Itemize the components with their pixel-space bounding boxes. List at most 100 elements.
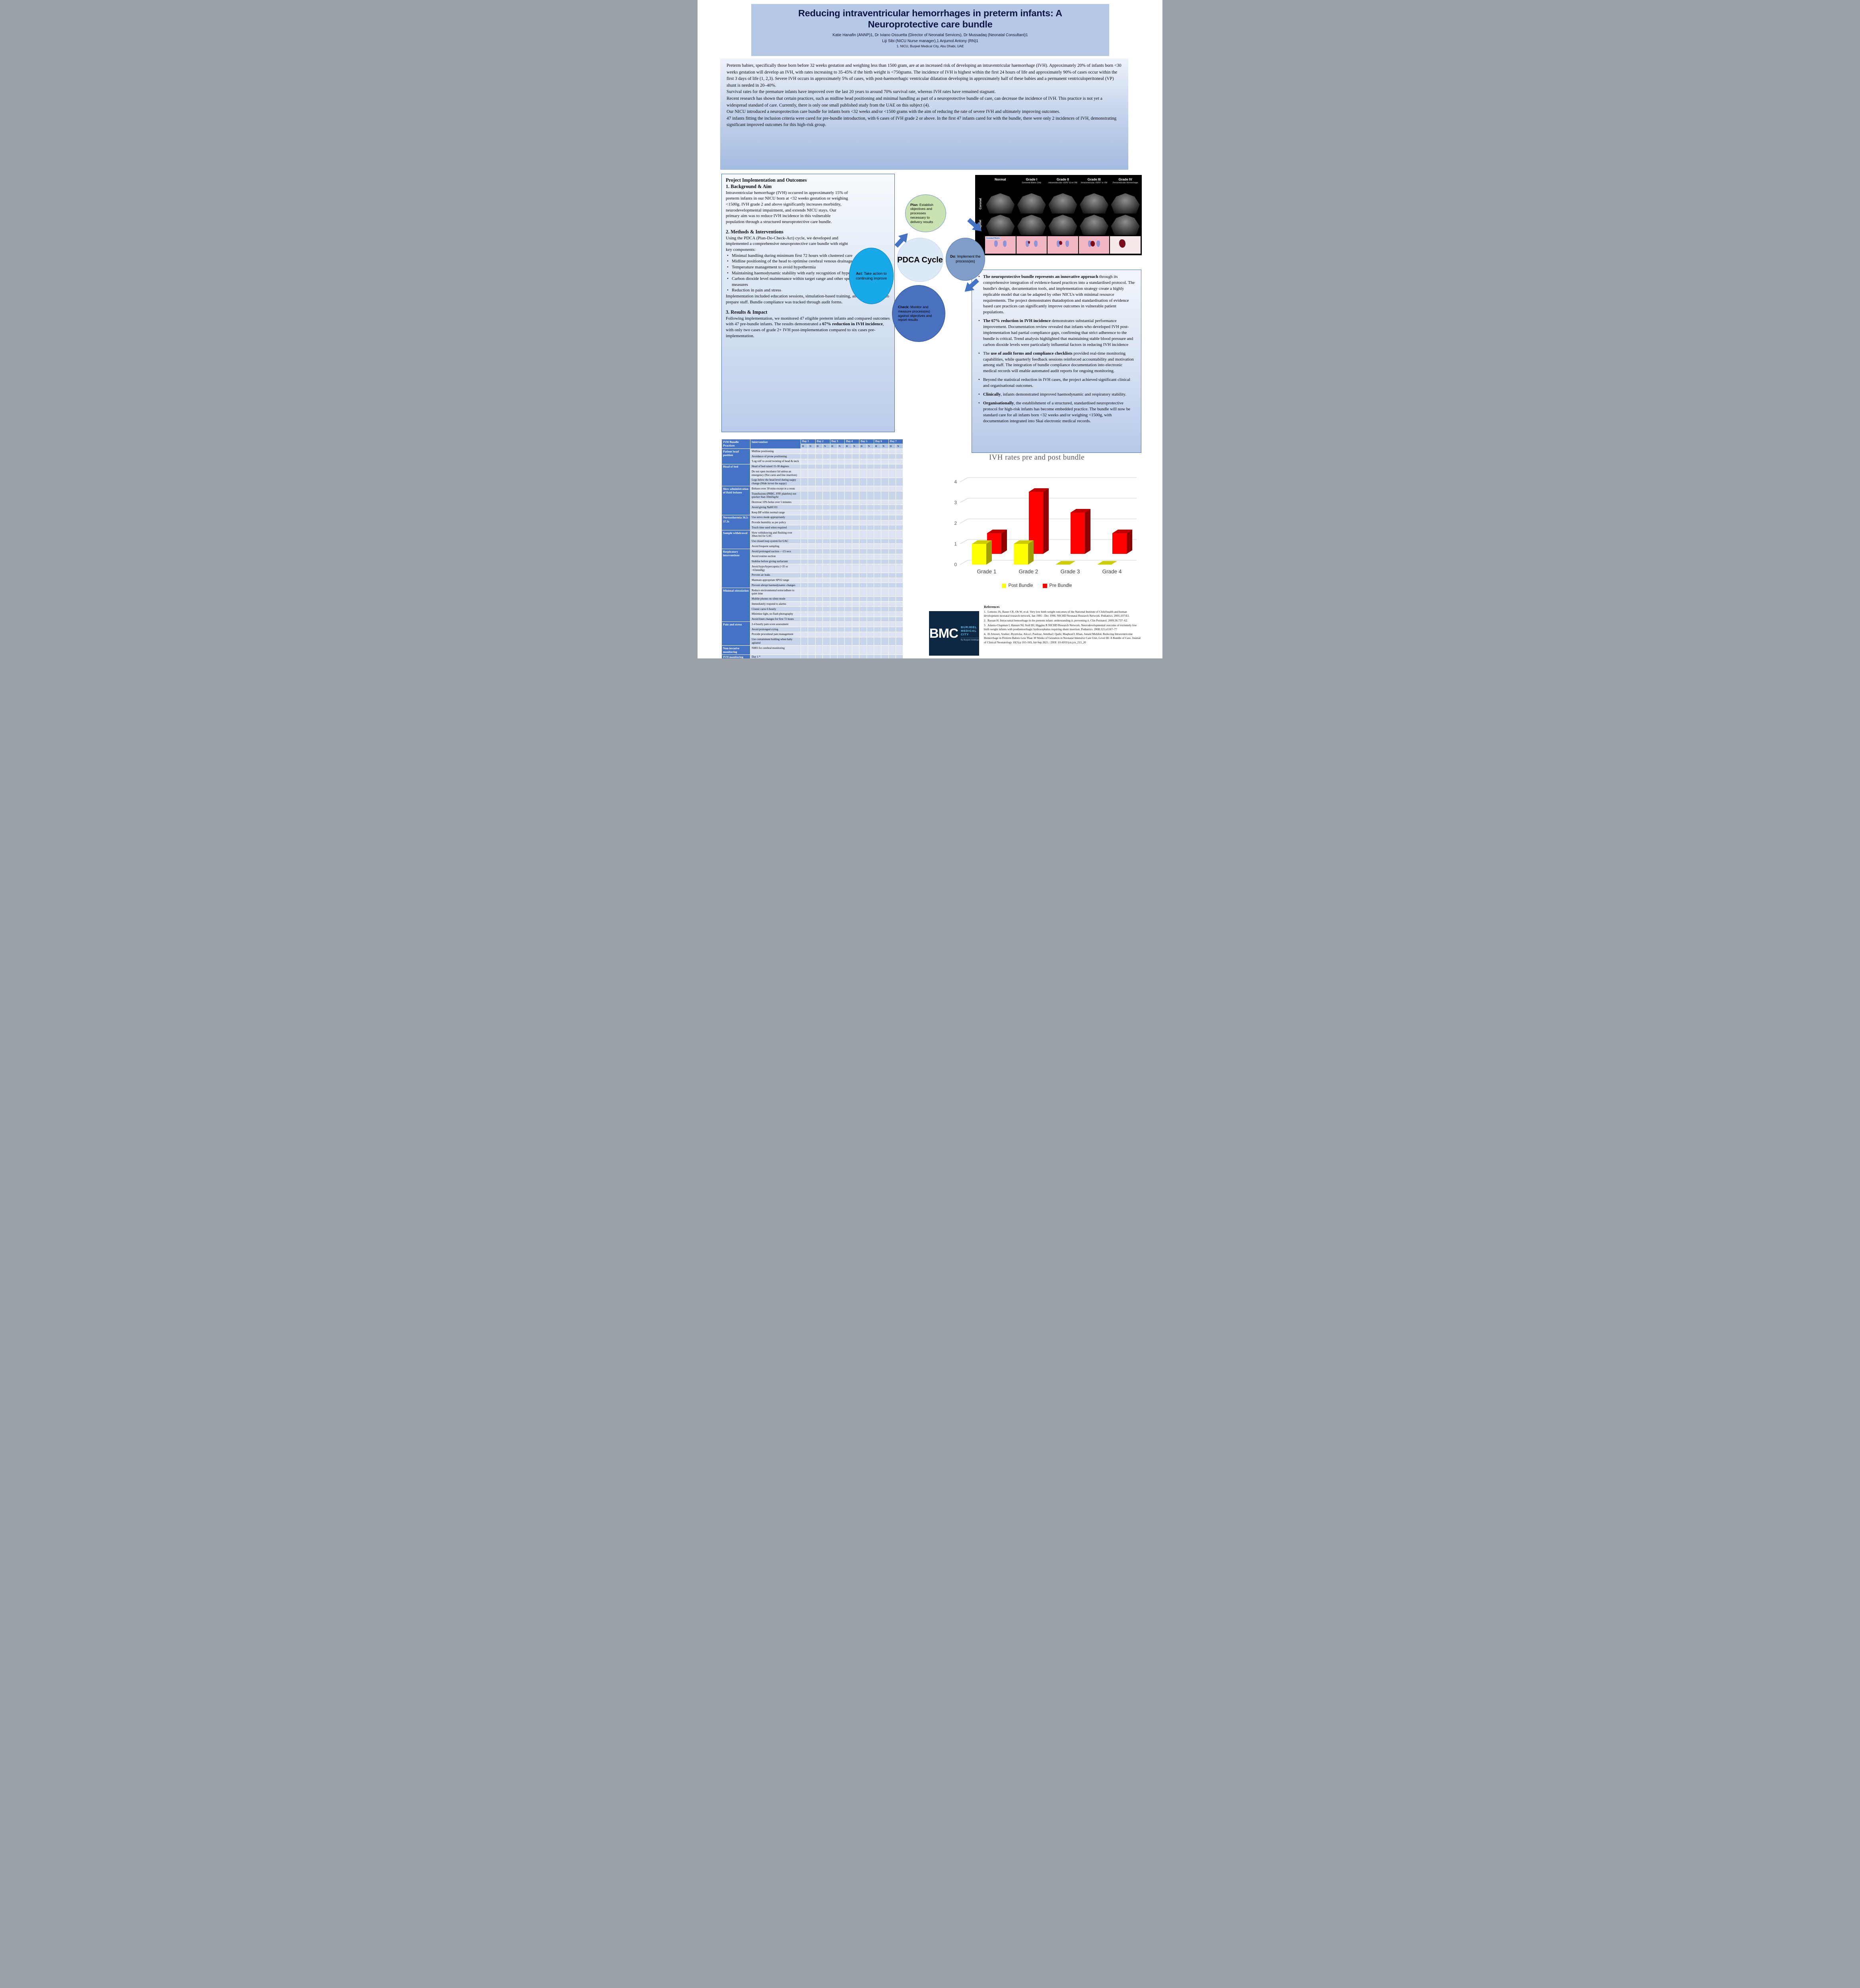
audit-cell	[896, 645, 904, 655]
audit-cell	[888, 654, 896, 658]
audit-cell	[881, 525, 889, 531]
audit-cell	[837, 448, 845, 454]
chart-label: Grade 2	[1019, 569, 1038, 575]
audit-cell	[844, 477, 852, 487]
audit-cell	[881, 596, 889, 602]
audit-cell	[866, 588, 874, 597]
text: , the establishment of a structured, sta…	[983, 400, 1131, 423]
audit-cell	[896, 544, 904, 549]
audit-cell	[830, 464, 838, 470]
audit-cell	[808, 448, 816, 454]
audit-cell	[800, 448, 809, 454]
audit-cell	[866, 544, 874, 549]
references-list: 1. Lemons JA, Bauer CR, Oh W, et al. Ver…	[984, 610, 1142, 645]
audit-cell	[830, 525, 838, 531]
audit-cell	[866, 611, 874, 617]
audit-cell	[851, 577, 860, 583]
us-grade-caption: Intraventricular >50%* or VM	[1081, 182, 1108, 184]
table-row: Mobile phones on silent mode	[722, 596, 904, 602]
audit-cell	[859, 611, 867, 617]
chart-label: Grade 3	[1061, 569, 1080, 575]
audit-cell	[830, 458, 838, 464]
audit-cell	[851, 588, 860, 597]
audit-cell	[815, 596, 823, 602]
audit-cell	[822, 564, 830, 573]
bar-face	[972, 544, 986, 565]
audit-cell	[830, 611, 838, 617]
audit-cell	[844, 637, 852, 646]
audit-cell	[859, 530, 867, 539]
audit-cell	[822, 596, 830, 602]
audit-cell	[815, 577, 823, 583]
audit-cell	[873, 469, 882, 478]
audit-cell	[851, 564, 860, 573]
header-day: Day 7	[888, 439, 904, 445]
audit-cell	[851, 637, 860, 646]
table-row: Use containment holding when baby agitat…	[722, 637, 904, 646]
intervention-cell: Maintain appropriate SPO2 range	[750, 577, 801, 583]
table-row: Keep BP within normal range	[722, 510, 904, 515]
audit-cell	[808, 491, 816, 500]
bar-face	[1029, 488, 1049, 492]
audit-cell	[815, 572, 823, 578]
audit-cell	[851, 611, 860, 617]
audit-cell	[881, 505, 889, 511]
ultrasound-image	[1048, 215, 1077, 235]
audit-cell	[896, 631, 904, 637]
audit-cell	[866, 582, 874, 588]
audit-cell	[859, 601, 867, 607]
audit-cell	[822, 525, 830, 531]
text: The	[983, 351, 991, 356]
audit-cell	[837, 596, 845, 602]
header-day: Day 4	[844, 439, 860, 445]
ivh-diagram	[1110, 236, 1141, 254]
discussion-bullet: The 67% reduction in IVH incidence demon…	[978, 318, 1135, 348]
audit-cell	[844, 514, 852, 520]
table-row: Do not open incubator lid unless an emer…	[722, 469, 904, 478]
audit-cell	[815, 611, 823, 617]
audit-cell	[808, 596, 816, 602]
intro-paragraph: Preterm babies, specifically those born …	[727, 63, 1121, 88]
audit-cell	[800, 505, 809, 511]
audit-cell	[808, 564, 816, 573]
audit-cell	[896, 525, 904, 531]
pdca-check-ellipse: Check: Monitor and measure process(es) a…	[892, 285, 945, 342]
audit-cell	[822, 637, 830, 646]
practice-cell: IVH monitoring (CRUSS)	[721, 654, 750, 658]
audit-cell	[822, 601, 830, 607]
audit-cell	[896, 538, 904, 544]
audit-cell	[844, 631, 852, 637]
intervention-cell: Stablise before giving surfactant	[750, 559, 801, 565]
check-text: Monitor and measure process(es) against …	[898, 305, 932, 322]
audit-cell	[815, 645, 823, 655]
intervention-cell: Use closed loop system for UAC	[750, 538, 801, 544]
audit-cell	[830, 538, 838, 544]
audit-cell	[800, 525, 809, 531]
check-label: Check:	[898, 305, 910, 309]
reference-item: 3. Adams-Chapman I, Hansen NI, Stoll BJ,…	[984, 623, 1137, 631]
bold-text: 67% reduction in IVH incidence	[822, 322, 883, 327]
gridline	[960, 518, 968, 524]
audit-cell	[873, 577, 882, 583]
chart-title: IVH rates pre and post bundle	[989, 453, 1085, 462]
audit-cell	[881, 538, 889, 544]
audit-cell	[873, 464, 882, 470]
audit-cell	[866, 458, 874, 464]
audit-cell	[881, 499, 889, 505]
audit-cell	[896, 491, 904, 500]
audit-cell	[822, 454, 830, 459]
audit-cell	[851, 549, 860, 554]
audit-cell	[837, 606, 845, 612]
bold-text: Clinically	[983, 392, 1001, 397]
audit-cell	[866, 572, 874, 578]
audit-cell	[866, 616, 874, 622]
audit-cell	[888, 525, 896, 531]
